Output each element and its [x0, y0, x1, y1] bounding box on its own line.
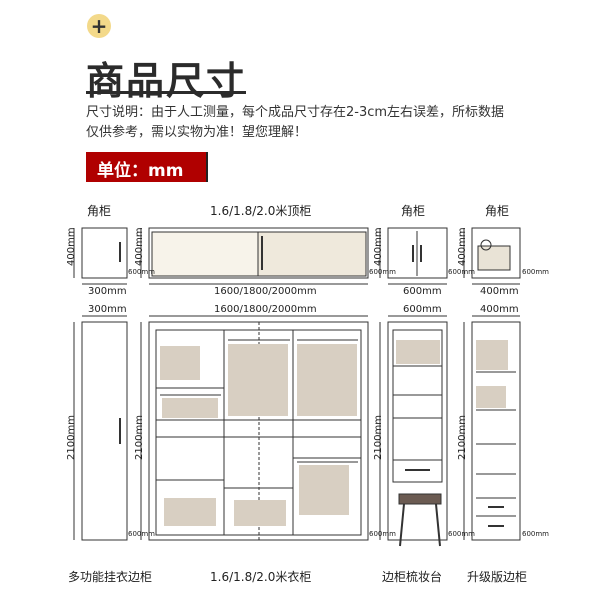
- vanity-width: 600mm: [403, 304, 442, 315]
- corner-mid-label: 角柜: [401, 204, 426, 218]
- depth-label-3: 600mm: [448, 268, 475, 276]
- corner-cabinet-left-drawing: [81, 227, 128, 279]
- upgrade-width: 400mm: [480, 304, 519, 315]
- corner-right-label: 角柜: [485, 204, 510, 218]
- unit-banner-end: [206, 152, 208, 182]
- corner-left-label: 角柜: [87, 204, 112, 218]
- vanity-height: 2100mm: [373, 415, 384, 460]
- wardrobe-width: 1600/1800/2000mm: [214, 304, 317, 315]
- depth-label-6: 600mm: [369, 530, 396, 538]
- title-underline: [86, 91, 246, 94]
- hang-side-height: 2100mm: [66, 415, 77, 460]
- upgrade-name: 升级版边柜: [467, 570, 528, 584]
- corner-left-width: 300mm: [88, 286, 127, 297]
- wardrobe-height: 2100mm: [134, 415, 145, 460]
- page-title: 商品尺寸: [86, 59, 247, 103]
- upgrade-height: 2100mm: [457, 415, 468, 460]
- plus-icon: +: [87, 14, 111, 38]
- upgrade-cabinet-drawing: [471, 321, 521, 541]
- hang-side-name: 多功能挂衣边柜: [68, 570, 153, 584]
- corner-left-height: 400mm: [66, 227, 77, 266]
- depth-label-4: 600mm: [522, 268, 549, 276]
- top-cabinet-label: 1.6/1.8/2.0米顶柜: [210, 204, 312, 218]
- corner-cabinet-mid-drawing: [387, 227, 448, 279]
- unit-banner: [86, 152, 206, 182]
- corner-right-width: 400mm: [480, 286, 519, 297]
- vanity-name: 边柜梳妆台: [382, 570, 443, 584]
- corner-cabinet-right-drawing: [471, 227, 521, 279]
- depth-label-2: 600mm: [369, 268, 396, 276]
- size-note: 尺寸说明：由于人工测量，每个成品尺寸存在2-3cm左右误差，所标数据仅供参考，需…: [86, 105, 505, 140]
- corner-mid-height: 400mm: [373, 227, 384, 266]
- depth-label-8: 600mm: [522, 530, 549, 538]
- depth-label-5: 600mm: [128, 530, 155, 538]
- corner-right-height: 400mm: [457, 227, 468, 266]
- wardrobe-name: 1.6/1.8/2.0米衣柜: [210, 570, 312, 584]
- corner-mid-width: 600mm: [403, 286, 442, 297]
- top-cabinet-drawing: [148, 227, 369, 279]
- top-cabinet-height: 400mm: [134, 227, 145, 266]
- hang-side-width: 300mm: [88, 304, 127, 315]
- depth-label-7: 600mm: [448, 530, 475, 538]
- hanging-side-cabinet-drawing: [81, 321, 128, 541]
- top-cabinet-width: 1600/1800/2000mm: [214, 286, 317, 297]
- depth-label-1: 600mm: [128, 268, 155, 276]
- vanity-cabinet-drawing: [387, 321, 448, 541]
- unit-label: 单位：mm: [97, 161, 184, 181]
